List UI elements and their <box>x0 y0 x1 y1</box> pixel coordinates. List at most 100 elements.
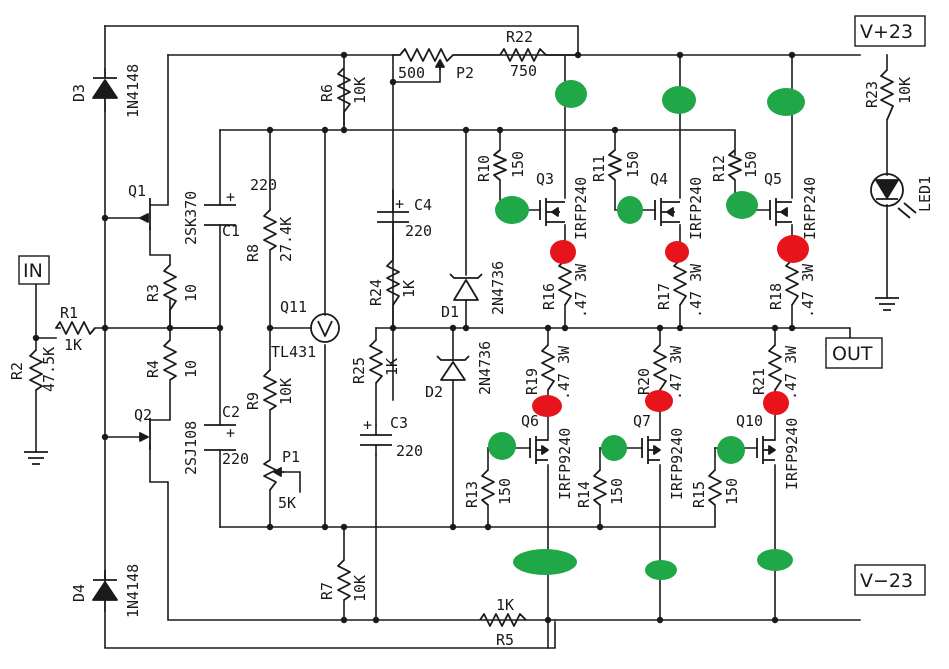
r17-ref: R17 <box>655 283 673 310</box>
q5-value: IRFP240 <box>801 177 819 240</box>
r20-ref: R20 <box>635 368 653 395</box>
zener-d2: D2 2N4736 <box>425 341 494 401</box>
resistor-r20: R20 .47 3W <box>635 344 685 400</box>
q6-value: IRFP9240 <box>556 428 574 500</box>
d4-value: 1N4148 <box>124 564 142 618</box>
resistor-r14: R14 150 <box>575 469 626 508</box>
r9-value: 10K <box>277 378 295 405</box>
resistor-r17: R17 .47 3W <box>655 259 705 318</box>
r18-value: .47 3W <box>799 263 817 318</box>
red-marker <box>665 241 689 263</box>
resistor-r7: R7 10K <box>318 559 369 602</box>
resistor-r8: R8 27.4K <box>244 209 295 262</box>
r10-ref: R10 <box>475 155 493 182</box>
q7-ref: Q7 <box>633 412 651 430</box>
c3-ref: C3 <box>390 414 408 432</box>
resistor-r23: R23 10K <box>863 69 914 121</box>
green-marker <box>488 432 516 460</box>
resistor-r15: R15 150 <box>690 469 741 508</box>
resistor-r21: R21 .47 3W <box>750 344 800 400</box>
q7-value: IRFP9240 <box>668 428 686 500</box>
resistor-r22: R22 750 <box>499 28 578 80</box>
green-marker <box>645 560 677 580</box>
r6-ref: R6 <box>318 84 336 102</box>
red-marker <box>763 391 789 415</box>
r7-value: 10K <box>351 575 369 602</box>
markers <box>488 80 809 580</box>
vplus-label: V+23 <box>860 21 913 43</box>
r13-ref: R13 <box>463 481 481 508</box>
r24-ref: R24 <box>367 279 385 306</box>
red-marker <box>532 395 562 417</box>
r1-value: 1K <box>64 336 82 354</box>
q11-value: TL431 <box>271 343 316 361</box>
q10-value: IRFP9240 <box>783 418 801 490</box>
mosfet-q5: Q5 IRFP240 <box>764 170 819 240</box>
r8-ref: R8 <box>244 244 262 262</box>
q2-value: 2SJ108 <box>182 421 200 475</box>
capacitor-c1: + 220 C1 <box>204 176 277 240</box>
d2-ref: D2 <box>425 383 443 401</box>
r19-ref: R19 <box>523 368 541 395</box>
out-label: OUT <box>832 343 873 365</box>
resistor-r16: R16 .47 3W <box>540 259 590 318</box>
r16-value: .47 3W <box>572 263 590 318</box>
q5-ref: Q5 <box>764 170 782 188</box>
resistor-r4: R4 10 <box>144 339 200 381</box>
wires <box>35 25 888 649</box>
r23-ref: R23 <box>863 81 881 108</box>
mosfet-q6: Q6 IRFP9240 <box>521 412 574 500</box>
resistor-r10: R10 150 <box>475 149 527 182</box>
r3-ref: R3 <box>144 284 162 302</box>
green-marker <box>495 196 529 224</box>
p2-value: 500 <box>398 64 425 82</box>
d1-value: 2N4736 <box>489 261 507 315</box>
red-marker <box>777 235 809 263</box>
d3-value: 1N4148 <box>124 64 142 118</box>
r5-ref: R5 <box>496 631 514 649</box>
d3-ref: D3 <box>70 84 88 102</box>
diode-d3: D3 1N4148 <box>70 64 142 118</box>
green-marker <box>513 549 577 575</box>
resistor-r6: R6 10K <box>318 67 369 131</box>
green-marker <box>662 86 696 114</box>
green-marker <box>601 435 627 461</box>
r2-ref: R2 <box>8 362 26 380</box>
led-1: LED1 <box>870 173 934 219</box>
r18-ref: R18 <box>767 283 785 310</box>
r11-value: 150 <box>624 151 642 178</box>
r21-ref: R21 <box>750 368 768 395</box>
q3-ref: Q3 <box>536 170 554 188</box>
mosfet-q10: Q10 IRFP9240 <box>736 412 801 490</box>
resistor-r19: R19 .47 3W <box>523 344 573 400</box>
c2-value: 220 <box>222 450 249 468</box>
q4-value: IRFP240 <box>687 177 705 240</box>
capacitor-c3: + C3 220 <box>360 414 423 460</box>
capacitor-c2: + C2 220 <box>204 403 249 468</box>
r14-value: 150 <box>608 478 626 505</box>
red-marker <box>550 240 576 264</box>
r8-value: 27.4K <box>277 217 295 262</box>
red-marker <box>645 390 673 412</box>
r25-ref: R25 <box>350 357 368 384</box>
q11-ref: Q11 <box>280 298 307 316</box>
r10-value: 150 <box>509 151 527 178</box>
c4-plus: + <box>395 195 404 213</box>
d2-value: 2N4736 <box>476 341 494 395</box>
diode-d4: D4 1N4148 <box>70 564 142 618</box>
green-marker <box>726 191 758 219</box>
r1-ref: R1 <box>60 304 78 322</box>
resistor-r3: R3 10 <box>144 264 200 311</box>
c3-value: 220 <box>396 442 423 460</box>
q2-ref: Q2 <box>134 406 152 424</box>
r15-value: 150 <box>723 478 741 505</box>
p1-value: 5K <box>278 494 296 512</box>
resistor-r18: R18 .47 3W <box>767 259 817 318</box>
mosfet-q4: Q4 IRFP240 <box>650 170 705 240</box>
mosfet-q3: Q3 IRFP240 <box>536 170 590 240</box>
r11-ref: R11 <box>590 155 608 182</box>
q3-value: IRFP240 <box>572 177 590 240</box>
potentiometer-p2: 500 P2 <box>393 48 500 82</box>
vminus-label: V−23 <box>860 570 913 592</box>
